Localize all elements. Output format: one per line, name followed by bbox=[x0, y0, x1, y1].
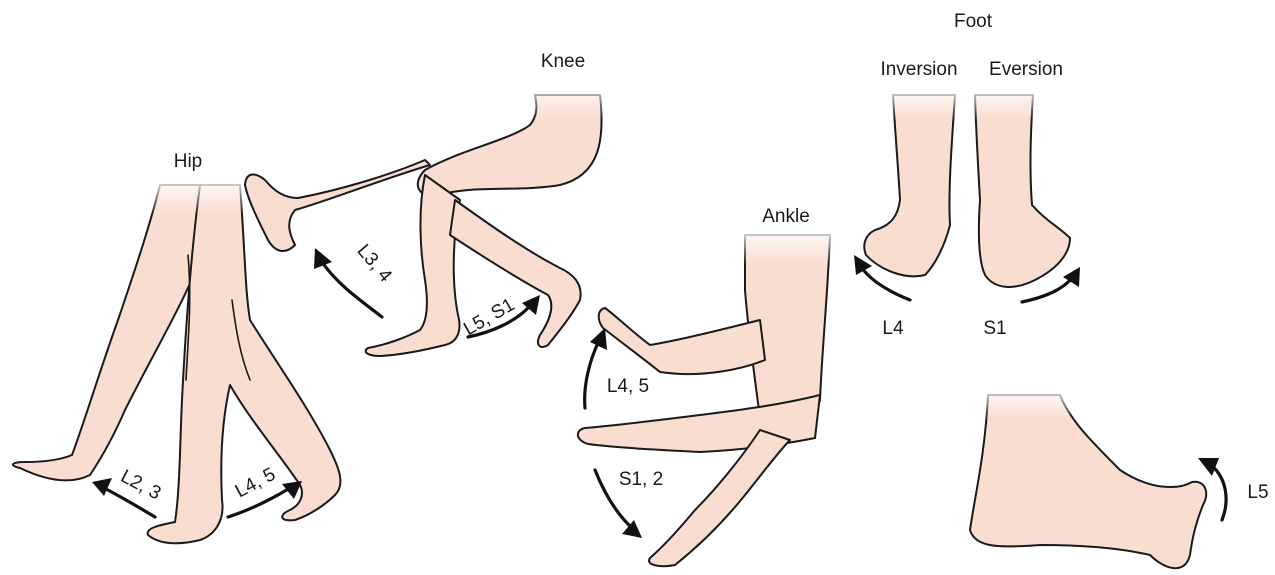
knee-extension-label: L3, 4 bbox=[353, 241, 397, 287]
foot-inversion-leg bbox=[863, 94, 956, 278]
foot-title: Foot bbox=[954, 11, 993, 32]
hip-extension-arrow bbox=[226, 481, 302, 519]
knee-extension-arrow bbox=[314, 248, 384, 319]
hip-left-leg bbox=[12, 184, 206, 482]
ankle-dorsiflexion-arrow bbox=[583, 328, 607, 410]
knee-bent-shank bbox=[364, 174, 461, 357]
ankle-plantarflexion-label: S1, 2 bbox=[619, 469, 663, 490]
hip-figure bbox=[12, 175, 342, 545]
ankle-figure bbox=[576, 225, 835, 568]
foot-toe-extension-arrow bbox=[1198, 458, 1228, 522]
foot-inversion-heading: Inversion bbox=[880, 59, 957, 80]
ankle-dorsiflexion-label: L4, 5 bbox=[607, 376, 649, 397]
ankle-plantarflexion-arrow bbox=[593, 468, 642, 538]
foot-figure bbox=[863, 85, 1208, 570]
foot-lateral-view bbox=[969, 394, 1208, 570]
foot-eversion-leg bbox=[974, 94, 1071, 288]
knee-flexion-label: L5, S1 bbox=[460, 294, 518, 340]
foot-toe-extension-level: L5 bbox=[1247, 482, 1268, 503]
knee-back-leg bbox=[449, 199, 582, 348]
knee-extended-shank bbox=[244, 159, 431, 252]
foot-inversion-arrow bbox=[854, 255, 912, 302]
knee-title: Knee bbox=[541, 51, 585, 72]
foot-eversion-heading: Eversion bbox=[989, 59, 1063, 80]
foot-inversion-level: L4 bbox=[882, 318, 904, 339]
foot-eversion-arrow bbox=[1020, 267, 1080, 304]
hip-title: Hip bbox=[174, 151, 203, 172]
ankle-plantarflexed-foot bbox=[648, 429, 791, 568]
foot-eversion-level: S1 bbox=[983, 318, 1006, 339]
ankle-title: Ankle bbox=[762, 206, 810, 227]
hip-flexion-arrow bbox=[92, 478, 157, 519]
knee-flexion-arrow bbox=[466, 295, 540, 339]
ankle-dorsiflexed-foot bbox=[597, 307, 766, 376]
knee-figure bbox=[244, 80, 610, 357]
